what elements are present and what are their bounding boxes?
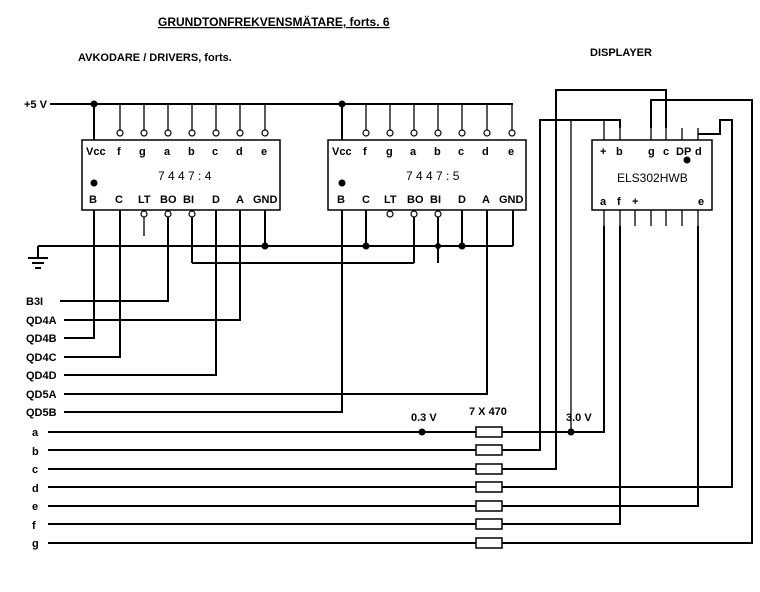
display-pin-a: a: [600, 196, 607, 208]
chip1-pin-bi-in: B: [89, 194, 97, 206]
input-lines: B3I QD4A QD4B QD4C QD4D QD5A QD5B: [26, 210, 488, 419]
chip1-pin-d-in: D: [212, 194, 220, 206]
supply-label: +5 V: [24, 99, 48, 111]
segment-label-c: c: [32, 464, 38, 476]
chip1-pin-e: e: [261, 146, 267, 158]
display-name: ELS302HWB: [617, 171, 688, 185]
chip1-name: 7 4 4 7 : 4: [158, 169, 212, 183]
chip2-pin-d-in: D: [458, 194, 466, 206]
chip2-pin-e: e: [508, 146, 514, 158]
chip1-pin-bi: BI: [183, 194, 194, 206]
blanking-interconnect: [191, 217, 441, 264]
chip2-pin-vcc: Vcc: [332, 146, 352, 158]
section-label-displays: DISPLAYER: [590, 47, 652, 59]
chip2-pin-bo: BO: [407, 194, 424, 206]
chip2-name: 7 4 4 7 : 5: [406, 169, 460, 183]
ground-bus: [28, 210, 514, 269]
chip2-pin-a-in: A: [482, 194, 490, 206]
chip1-pin-bo: BO: [160, 194, 177, 206]
supply-rail: +5 V: [24, 99, 513, 140]
chip2-pin-gnd: GND: [499, 194, 524, 206]
section-label-drivers: AVKODARE / DRIVERS, forts.: [78, 52, 232, 64]
input-label-qd5a: QD5A: [26, 389, 57, 401]
chip2-pin-a: a: [410, 146, 417, 158]
display-pin-g: g: [648, 146, 655, 158]
voltage-label-left: 0.3 V: [411, 412, 437, 424]
segment-label-f: f: [32, 520, 36, 532]
input-label-qd4d: QD4D: [26, 370, 57, 382]
chip2-pin-d: d: [482, 146, 489, 158]
chip2-pin-lt: LT: [384, 194, 397, 206]
segment-lines: 0.3 V 7 X 470 3.0 V a b c d e f g: [32, 89, 753, 550]
input-label-qd4a: QD4A: [26, 315, 57, 327]
display-pin-d: d: [695, 146, 702, 158]
voltage-label-right: 3.0 V: [566, 412, 592, 424]
display-pin-f: f: [617, 196, 621, 208]
chip-7447-4: Vcc f g a b c d e 7 4 4 7 : 4 B C LT BO …: [81, 129, 281, 218]
chip2-pin-b-in: B: [337, 194, 345, 206]
input-label-qd4b: QD4B: [26, 333, 57, 345]
chip-7447-5: Vcc f g a b c d e 7 4 4 7 : 5 B C LT BO …: [327, 129, 527, 218]
chip1-pin-c-in: C: [115, 194, 123, 206]
segment-label-e: e: [32, 501, 38, 513]
chip2-pin-c: c: [458, 146, 464, 158]
chip2-pin-f: f: [363, 146, 367, 158]
display-pin-b: b: [616, 146, 623, 158]
display-els302hwb: + b g c DP d ELS302HWB a f + e: [591, 128, 713, 226]
chip2-pin-bi: BI: [430, 194, 441, 206]
display-pin-c: c: [663, 146, 669, 158]
input-label-qd5b: QD5B: [26, 407, 57, 419]
chip1-pin-gnd: GND: [253, 194, 278, 206]
segment-label-b: b: [32, 446, 39, 458]
chip1-pin-b: b: [188, 146, 195, 158]
chip1-pin-c: c: [212, 146, 218, 158]
resistor-array-label: 7 X 470: [469, 406, 507, 418]
page-title: GRUNDTONFREKVENSMÄTARE, forts. 6: [158, 14, 390, 29]
segment-label-a: a: [32, 427, 39, 439]
input-label-b3i: B3I: [26, 296, 43, 308]
chip1-pin-d: d: [236, 146, 243, 158]
chip1-pin-f: f: [117, 146, 121, 158]
chip1-pin-vcc: Vcc: [86, 146, 106, 158]
chip1-pin-a-in: A: [236, 194, 244, 206]
display-pin-plus-top: +: [600, 146, 606, 158]
chip2-pin-c-in: C: [362, 194, 370, 206]
display-pin-plus-bottom: +: [632, 196, 638, 208]
chip1-pin-g: g: [139, 146, 146, 158]
display-pin-dp: DP: [676, 146, 691, 158]
chip1-pin-lt: LT: [138, 194, 151, 206]
chip2-pin-b: b: [434, 146, 441, 158]
segment-label-g: g: [32, 538, 39, 550]
chip2-pin-g: g: [386, 146, 393, 158]
input-label-qd4c: QD4C: [26, 352, 57, 364]
chip1-pin-a: a: [164, 146, 171, 158]
segment-label-d: d: [32, 483, 39, 495]
display-pin-e: e: [698, 196, 704, 208]
